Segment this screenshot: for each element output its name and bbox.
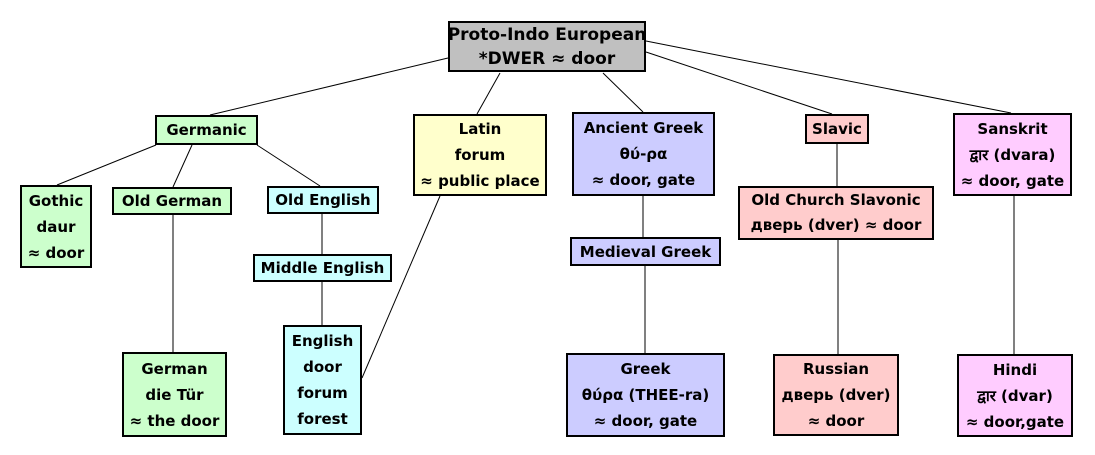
node-line: forest — [297, 410, 348, 428]
node-line: ≈ door, gate — [960, 171, 1065, 190]
node-line: Slavic — [812, 120, 862, 138]
node-line: द्वार (dvar) — [977, 386, 1053, 405]
node-line: die Tür — [145, 385, 204, 404]
node-russian: Russian дверь (dver) ≈ door — [773, 354, 899, 436]
node-greek: Greek θύρα (THEE-ra) ≈ door, gate — [566, 353, 725, 437]
node-line: Gothic — [28, 191, 84, 210]
node-old-english: Old English — [267, 186, 379, 214]
node-line: Russian — [802, 360, 870, 378]
node-line: Germanic — [166, 121, 247, 139]
node-ancient-greek: Ancient Greek θύ-ρα ≈ door, gate — [572, 112, 715, 196]
node-line: forum — [297, 384, 348, 402]
node-line: Medieval Greek — [579, 242, 712, 261]
node-line: door — [303, 358, 342, 376]
node-line: дверь (dver) ≈ door — [750, 216, 922, 234]
node-line: daur — [36, 217, 76, 236]
node-line: дверь (dver) — [781, 386, 891, 404]
node-line: ≈ the door — [129, 411, 220, 430]
node-line: German — [141, 359, 208, 378]
node-germanic: Germanic — [155, 115, 258, 145]
node-line: Old Church Slavonic — [751, 191, 921, 209]
node-line: Sanskrit — [977, 119, 1048, 138]
node-line: ≈ door, gate — [591, 171, 696, 189]
node-german: German die Tür ≈ the door — [122, 352, 227, 437]
node-line: ≈ door — [807, 412, 865, 430]
node-line: Greek — [620, 360, 671, 378]
node-line: ≈ door — [27, 243, 85, 262]
node-line: *DWER ≈ door — [478, 48, 616, 69]
node-medieval-greek: Medieval Greek — [570, 237, 721, 266]
node-old-german: Old German — [112, 187, 232, 215]
node-sanskrit: Sanskrit द्वार (dvara) ≈ door, gate — [953, 113, 1072, 196]
node-line: Middle English — [260, 259, 385, 277]
node-proto-indo-european: Proto-Indo European *DWER ≈ door — [448, 21, 646, 72]
node-line: ≈ door,gate — [965, 412, 1065, 431]
node-line: Proto-Indo European — [447, 24, 647, 45]
node-line: Old German — [121, 192, 223, 210]
node-line: Ancient Greek — [583, 119, 704, 137]
node-slavic: Slavic — [805, 114, 869, 144]
node-line: θύρα (THEE-ra) — [581, 386, 710, 404]
node-english: English door forum forest — [283, 325, 362, 435]
node-line: forum — [454, 146, 506, 164]
node-line: ≈ public place — [420, 172, 540, 190]
node-line: θύ-ρα — [619, 145, 668, 163]
node-line: English — [291, 332, 354, 350]
node-line: ≈ door, gate — [593, 412, 698, 430]
node-line: द्वार (dvara) — [969, 145, 1056, 164]
node-latin: Latin forum ≈ public place — [413, 114, 547, 196]
node-gothic: Gothic daur ≈ door — [20, 185, 92, 268]
node-old-church-slavonic: Old Church Slavonic дверь (dver) ≈ door — [738, 186, 934, 240]
node-hindi: Hindi द्वार (dvar) ≈ door,gate — [957, 354, 1073, 437]
node-middle-english: Middle English — [253, 254, 392, 282]
node-line: Hindi — [992, 360, 1038, 379]
node-line: Old English — [275, 191, 371, 209]
node-line: Latin — [458, 120, 502, 138]
